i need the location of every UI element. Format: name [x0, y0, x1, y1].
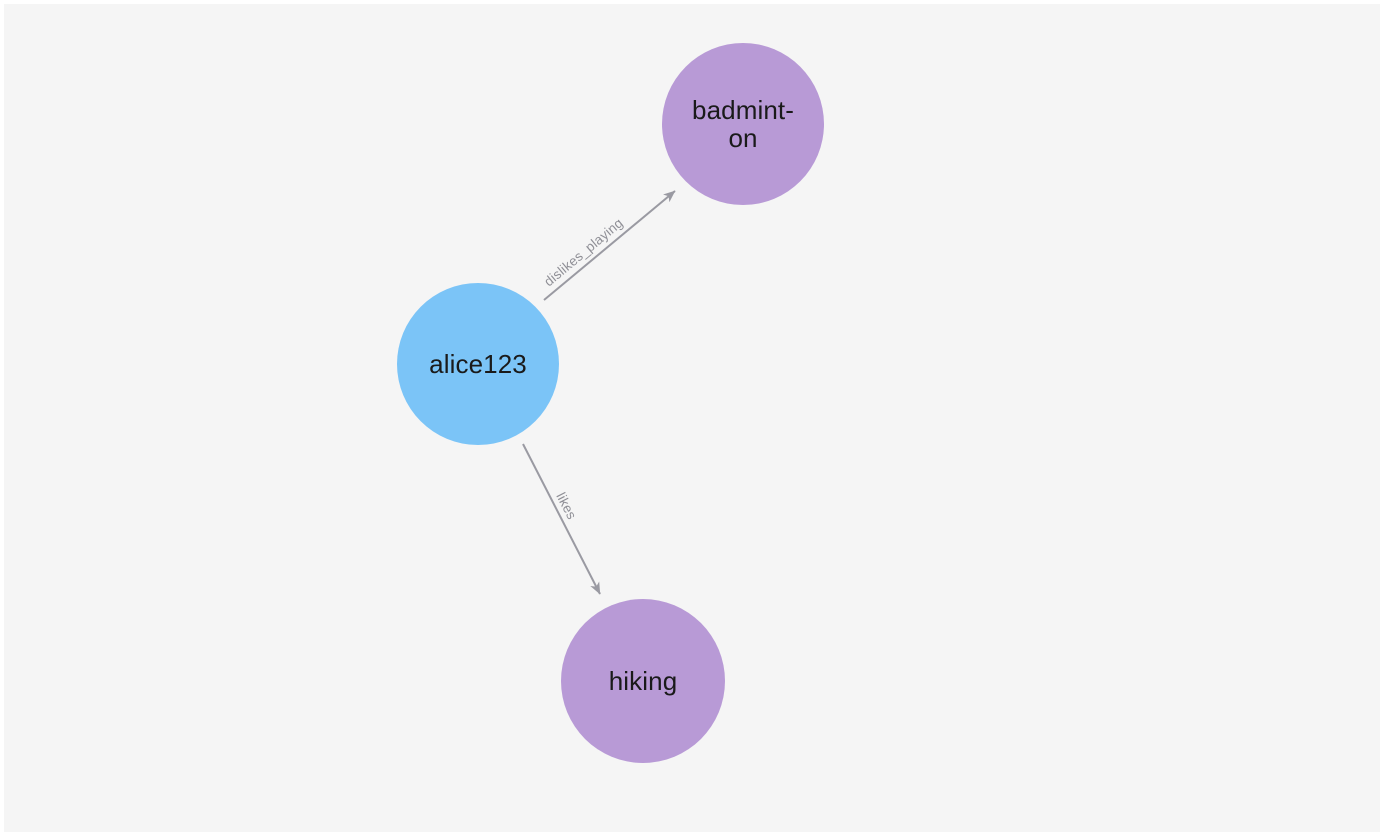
graph-edges-layer — [522, 190, 676, 595]
edge-line-likes[interactable] — [522, 443, 601, 595]
edge-likes[interactable] — [522, 443, 601, 595]
edge-dislikes-playing[interactable] — [543, 190, 676, 301]
edge-line-dislikes-playing[interactable] — [543, 190, 676, 301]
node-label-badminton-line2: on — [728, 123, 758, 153]
node-label-hiking: hiking — [608, 666, 678, 696]
node-label-badminton-line1: badmint- — [692, 95, 794, 125]
node-hiking[interactable]: hiking — [561, 599, 725, 763]
node-label-alice123: alice123 — [429, 349, 527, 379]
node-alice123[interactable]: alice123 — [397, 283, 559, 445]
node-label-badminton: badmint-on — [692, 96, 794, 152]
node-badminton[interactable]: badmint-on — [662, 43, 824, 205]
